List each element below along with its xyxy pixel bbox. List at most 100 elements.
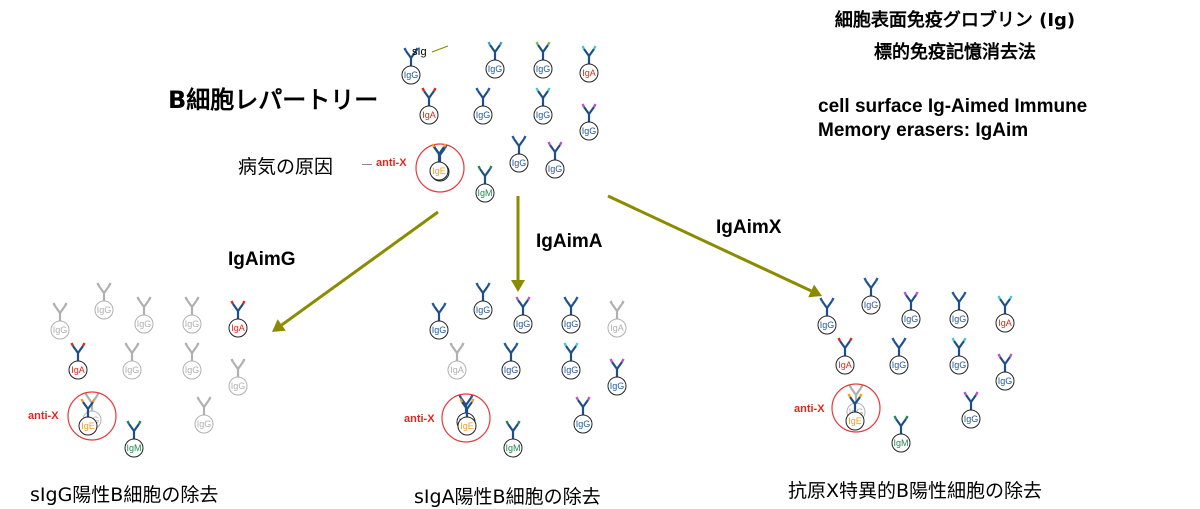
title-line1: 細胞表面免疫グロブリン (Ig) [834,10,1076,31]
left-antix-label: anti-X [28,410,59,422]
b-cell-igg: IgG [501,342,521,380]
cell-label: IgM [505,443,520,453]
title-line2: 標的免疫記憶消去法 [874,42,1036,63]
cell-label: IgA [71,365,85,375]
cell-label: IgG [536,110,551,120]
cell-label: IgG [404,70,419,80]
b-cell-iga: IgA [419,87,439,125]
cell-label: IgG [476,110,491,120]
cell-label: IgG [197,419,212,429]
cell-label: IgA [610,323,624,333]
b-cell-igg: IgG [561,296,581,334]
sig-label: sIg [412,46,427,58]
b-cell-igg: IgG [533,41,553,79]
repertoire-heading: B細胞レパートリー [168,86,379,114]
cell-label: IgG [964,414,979,424]
b-cell-igg: IgG [961,391,981,429]
b-cell-igg: IgG [228,358,248,396]
cell-label: IgG [892,360,907,370]
arrow-igaimx [607,194,822,298]
arrow-label-igaimg: IgAimG [228,249,296,270]
pathogen-label: 病気の原因 [238,156,334,178]
cell-label: IgG [185,365,200,375]
b-cell-igg: IgG [901,291,921,329]
highlight-ring [831,383,881,433]
b-cell-ige: IgE [429,143,449,181]
cell-label: IgM [893,438,908,448]
b-cell-igg: IgG [401,47,421,85]
b-cell-igg: IgG [561,342,581,380]
cell-label: IgG [488,64,503,74]
b-cell-igg: IgG [509,135,529,173]
cell-label: IgG [516,319,531,329]
cell-label: IgG [548,164,563,174]
highlight-ring [67,391,117,441]
b-cell-iga: IgA [607,300,627,338]
b-cell-igg: IgG [513,296,533,334]
b-cell-ige: IgE [845,393,865,431]
b-cell-igg: IgG [182,296,202,334]
middle-antix-label: anti-X [404,413,435,425]
cell-group-top: IgGIgGIgGIgAIgAIgGIgGIgGIgGIgGIgEIgMIgG [401,41,599,203]
english-subtitle-line1: cell surface Ig-Aimed Immune [818,96,1088,117]
top-antix-label: anti-X [376,157,407,169]
b-cell-igg: IgG [533,87,553,125]
b-cell-igg: IgG [573,396,593,434]
b-cell-igg: IgG [949,291,969,329]
arrow-label-igaima: IgAimA [536,231,603,252]
cell-label: IgG [536,64,551,74]
b-cell-igm: IgM [503,420,523,458]
cell-label: IgG [512,158,527,168]
cell-label: IgG [231,381,246,391]
cell-label: IgG [432,325,447,335]
cell-label: IgM [126,443,141,453]
caption-left: sIgG陽性B細胞の除去 [30,484,219,506]
b-cell-igm: IgM [891,415,911,453]
pathogen-dash [362,164,372,165]
b-cell-igm: IgM [124,420,144,458]
b-cell-ige: IgE [78,398,98,436]
caption-middle: sIgA陽性B細胞の除去 [414,486,601,508]
cell-label: IgA [450,365,464,375]
b-cell-iga: IgA [835,337,855,375]
b-cell-igg: IgG [429,302,449,340]
b-cell-igg: IgG [50,302,70,340]
b-cell-igg: IgG [473,87,493,125]
cell-group-left: IgGIgGIgGIgAIgAIgGIgGIgGIgGIgGIgEIgMIgG [50,282,248,458]
cell-label: IgG [564,319,579,329]
b-cell-igm: IgM [475,165,495,203]
b-cell-igg: IgG [817,297,837,335]
cell-label: IgE [81,421,95,431]
b-cell-igg: IgG [607,358,627,396]
cell-label: IgG [185,319,200,329]
b-cell-igg: IgG [889,337,909,375]
cell-label: IgA [422,110,436,120]
cell-label: IgG [952,314,967,324]
cell-label: IgE [848,416,862,426]
arrows [272,45,822,332]
b-cell-iga: IgA [228,300,248,338]
caption-right: 抗原X特異的B陽性細胞の除去 [788,480,1043,502]
b-cell-igg: IgG [861,277,881,315]
cell-group-middle: IgGIgGIgGIgAIgAIgGIgGIgGIgGIgGIgEIgMIgG [429,282,627,458]
right-antix-label: anti-X [794,403,825,415]
cell-label: IgG [998,376,1013,386]
b-cell-igg: IgG [94,282,114,320]
b-cell-igg: IgG [182,342,202,380]
cell-label: IgG [952,360,967,370]
b-cell-igg: IgG [545,141,565,179]
b-cell-ige: IgE [457,398,477,436]
cell-label: IgG [904,314,919,324]
arrow-label-igaimx: IgAimX [716,217,782,238]
arrow-igaimg [272,210,439,332]
sig-pointer [431,45,449,53]
cell-label: IgG [564,365,579,375]
arrow-igaima [511,196,525,292]
b-cell-igg: IgG [949,337,969,375]
b-cell-igg: IgG [473,282,493,320]
cell-label: IgM [477,188,492,198]
cell-label: IgG [125,365,140,375]
highlight-ring [441,393,491,443]
b-cell-igg: IgG [194,396,214,434]
b-cell-iga: IgA [68,342,88,380]
